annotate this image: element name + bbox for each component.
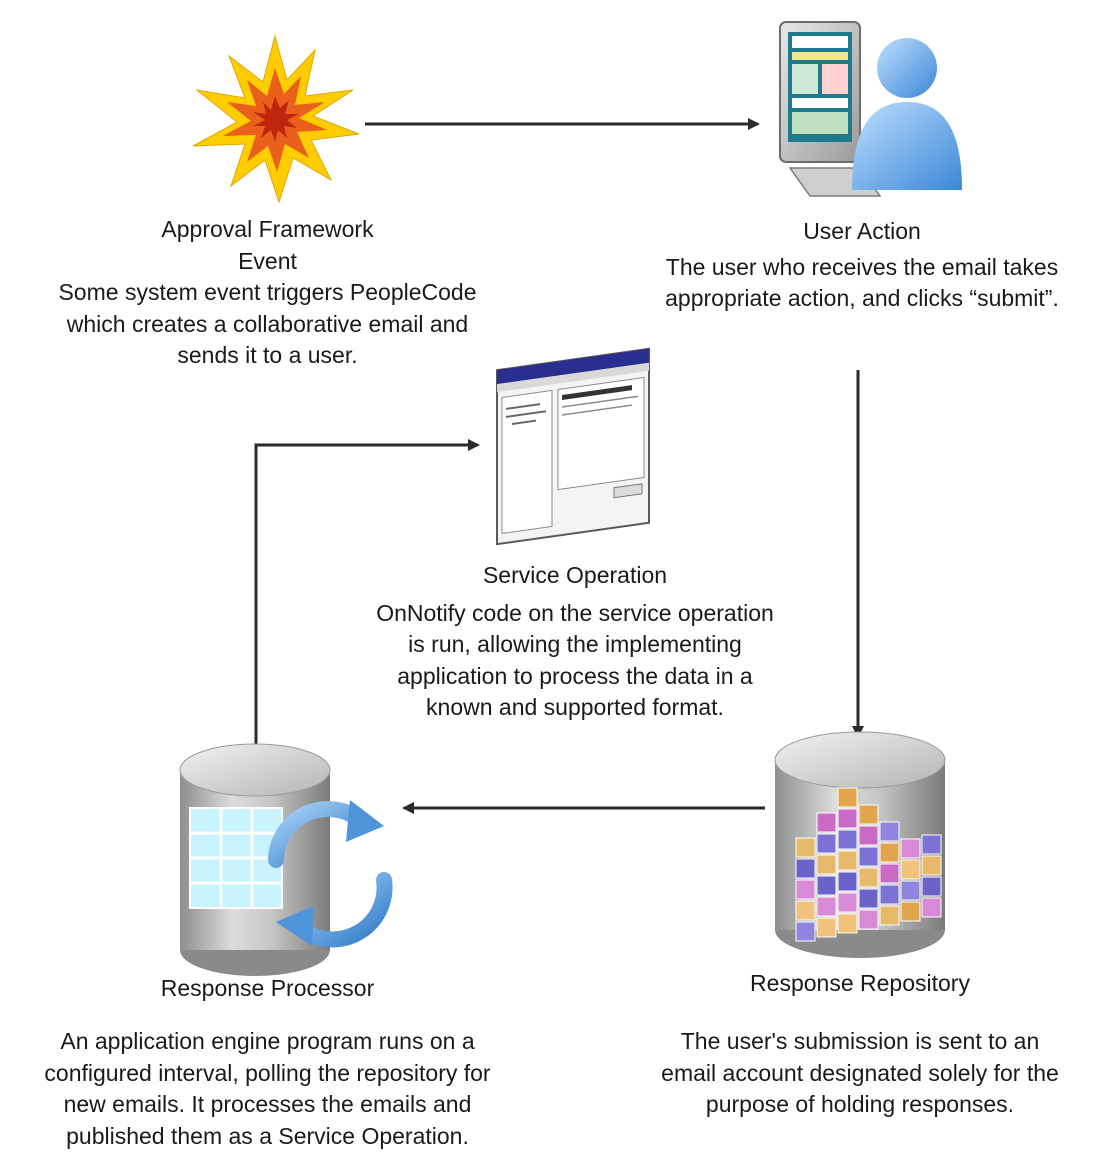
node-approval-event: Approval Framework Event Some system eve… (0, 214, 535, 372)
cube (880, 822, 899, 841)
description-line: published them as a Service Operation. (0, 1121, 535, 1152)
cube (859, 805, 878, 824)
description-line: OnNotify code on the service operation (340, 598, 810, 630)
cube (859, 868, 878, 887)
cube (901, 902, 920, 921)
application-window-icon (497, 349, 649, 544)
description-line: is run, allowing the implementing (340, 629, 810, 661)
cube (838, 830, 857, 849)
cube (880, 906, 899, 925)
cube (796, 859, 815, 878)
cube (838, 788, 857, 807)
node-service-operation: Service Operation OnNotify code on the s… (340, 560, 810, 724)
title-line: Response Repository (612, 968, 1108, 1000)
title-line: Service Operation (340, 560, 810, 592)
cube (796, 838, 815, 857)
cube (859, 847, 878, 866)
node-title: Approval Framework Event (0, 214, 535, 277)
title-line: User Action (622, 216, 1102, 248)
node-description: An application engine program runs on a … (0, 1026, 535, 1152)
description-line: Some system event triggers PeopleCode (0, 277, 535, 309)
description-line: email account designated solely for the (612, 1058, 1108, 1090)
node-response-repository-description: The user's submission is sent to an emai… (612, 1026, 1108, 1121)
description-line: new emails. It processes the emails and (0, 1089, 535, 1121)
cube (922, 835, 941, 854)
cube (859, 826, 878, 845)
description-line: The user's submission is sent to an (612, 1026, 1108, 1058)
title-line: Approval Framework (0, 214, 535, 246)
title-line: Event (0, 246, 535, 278)
cube (838, 809, 857, 828)
cube (901, 881, 920, 900)
cube (838, 872, 857, 891)
cube (796, 922, 815, 941)
cube (796, 880, 815, 899)
node-description: Some system event triggers PeopleCode wh… (0, 277, 535, 372)
node-title: User Action (622, 216, 1102, 248)
node-response-processor-description: An application engine program runs on a … (0, 1026, 535, 1152)
node-title: Service Operation (340, 560, 810, 592)
node-response-processor: Response Processor (0, 973, 535, 1005)
cube (817, 813, 836, 832)
title-line: Response Processor (0, 973, 535, 1005)
cube (922, 898, 941, 917)
node-description: The user who receives the email takes ap… (622, 252, 1102, 315)
description-line: purpose of holding responses. (612, 1089, 1108, 1121)
cube (838, 851, 857, 870)
cube (817, 918, 836, 937)
description-line: known and supported format. (340, 692, 810, 724)
node-title: Response Processor (0, 973, 535, 1005)
description-line: configured interval, polling the reposit… (0, 1058, 535, 1090)
cube (922, 877, 941, 896)
node-description: The user's submission is sent to an emai… (612, 1026, 1108, 1121)
node-user-action: User Action The user who receives the em… (622, 216, 1102, 315)
description-line: appropriate action, and clicks “submit”. (622, 283, 1102, 315)
cube (901, 839, 920, 858)
user-at-computer-icon (780, 22, 962, 196)
description-line: sends it to a user. (0, 340, 535, 372)
node-description: OnNotify code on the service operation i… (340, 598, 810, 724)
cube (880, 885, 899, 904)
database-with-refresh-icon (180, 744, 385, 976)
cube (838, 914, 857, 933)
cube (817, 855, 836, 874)
cube (859, 910, 878, 929)
node-response-repository: Response Repository (612, 968, 1108, 1000)
cube (817, 876, 836, 895)
description-line: The user who receives the email takes (622, 252, 1102, 284)
database-with-cubes-icon (775, 732, 945, 958)
cube (880, 843, 899, 862)
cube (880, 864, 899, 883)
description-line: which creates a collaborative email and (0, 309, 535, 341)
cube (796, 901, 815, 920)
cube (859, 889, 878, 908)
cube (817, 834, 836, 853)
node-title: Response Repository (612, 968, 1108, 1000)
description-line: An application engine program runs on a (0, 1026, 535, 1058)
starburst-icon (193, 36, 359, 202)
cube (817, 897, 836, 916)
description-line: application to process the data in a (340, 661, 810, 693)
cube (922, 856, 941, 875)
cube (901, 860, 920, 879)
cube (838, 893, 857, 912)
